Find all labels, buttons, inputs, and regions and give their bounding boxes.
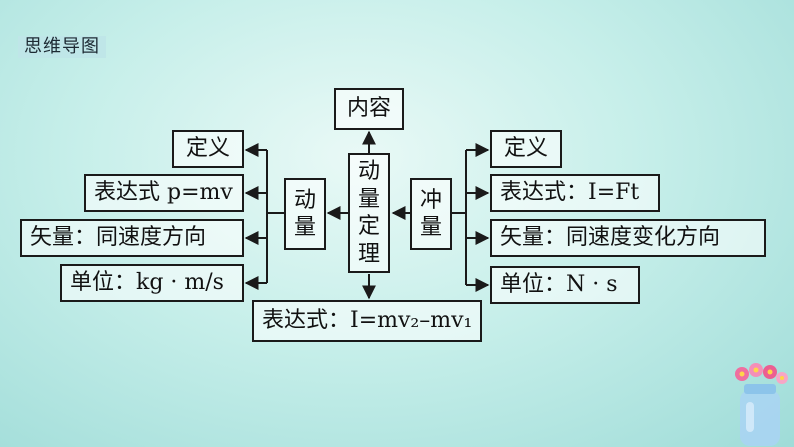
impulse-node: 冲 量 — [410, 178, 452, 250]
impulse-unit: 单位：N · s — [490, 266, 640, 304]
center-char: 动 — [357, 159, 380, 184]
impulse-vector: 矢量：同速度变化方向 — [490, 219, 766, 257]
momentum-theorem-node: 动 量 定 理 — [348, 153, 390, 273]
expression-text: 表达式：I=mv₂–mv₁ — [262, 308, 473, 333]
momentum-char: 动 — [293, 187, 316, 213]
flower-jar-icon — [735, 363, 788, 446]
center-char: 量 — [357, 186, 380, 212]
content-node: 内容 — [334, 88, 404, 130]
impulse-expression: 表达式：I=Ft — [490, 174, 660, 212]
momentum-unit: 单位：kg · m/s — [60, 264, 244, 302]
impulse-char: 冲 — [419, 187, 442, 213]
impulse-definition: 定义 — [490, 130, 562, 168]
momentum-definition: 定义 — [172, 130, 244, 168]
page-title: 思维导图 — [18, 36, 106, 58]
momentum-vector: 矢量：同速度方向 — [20, 219, 244, 257]
expression-node: 表达式：I=mv₂–mv₁ — [252, 300, 482, 342]
momentum-node: 动 量 — [284, 178, 326, 250]
impulse-char: 量 — [419, 215, 442, 240]
center-char: 定 — [357, 214, 380, 239]
center-char: 理 — [357, 241, 380, 267]
momentum-expression: 表达式 p=mv — [84, 174, 244, 212]
momentum-char: 量 — [293, 215, 316, 240]
